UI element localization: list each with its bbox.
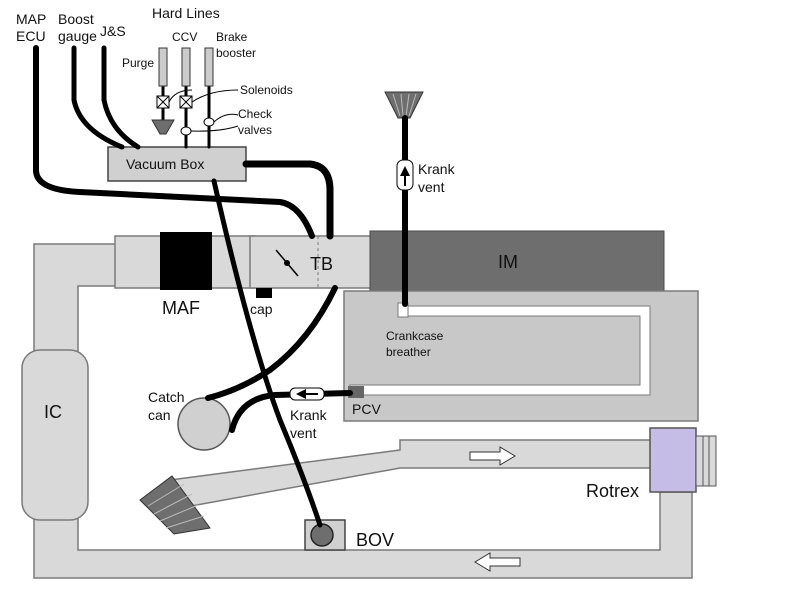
hard-lines: [158, 47, 214, 87]
label-bov: BOV: [356, 530, 394, 550]
label-gauge: gauge: [58, 28, 97, 44]
label-im: IM: [498, 252, 518, 272]
vacuum-box: [107, 146, 247, 182]
air-filter-cone: [139, 475, 211, 535]
catch-can: [177, 397, 231, 451]
callout-lines: [168, 89, 239, 132]
label-purge: Purge: [122, 56, 154, 70]
label-map: MAP: [16, 11, 46, 27]
flow-arrow-right: [469, 446, 516, 466]
label-can: can: [148, 407, 171, 423]
krank-vent-bottom-valve: [289, 387, 325, 401]
label-js: J&S: [100, 23, 126, 39]
label-ecu: ECU: [16, 28, 46, 44]
label-tb: TB: [310, 254, 333, 274]
label-catch: Catch: [148, 389, 185, 405]
label-booster: booster: [216, 46, 256, 60]
label-valves: valves: [238, 123, 272, 137]
label-krank-top: Krank: [418, 161, 456, 177]
rotrex-inlet-ribs: [702, 436, 710, 486]
label-crankcase: Crankcase: [386, 329, 444, 343]
purge-filter: [151, 119, 175, 135]
flow-arrow-left: [474, 552, 521, 572]
intake-manifold: [369, 230, 665, 292]
bov-valve: [310, 523, 334, 547]
rotrex-inlet: [695, 435, 717, 487]
label-pcv: PCV: [352, 401, 381, 417]
label-cap: cap: [250, 301, 273, 317]
label-check: Check: [238, 107, 273, 121]
label-boost: Boost: [58, 11, 94, 27]
intercooler: [21, 349, 89, 521]
rotrex-body: [649, 427, 697, 493]
label-vent-bottom: vent: [290, 425, 317, 441]
krank-vent-filter: [384, 91, 424, 119]
vacuum-hoses: [33, 45, 408, 528]
label-brake: Brake: [216, 30, 248, 44]
solenoids: [156, 95, 193, 109]
cap-fitting: [256, 288, 272, 298]
label-breather: breather: [386, 345, 431, 359]
label-vacuum-box: Vacuum Box: [126, 156, 204, 172]
krank-vent-top-valve: [396, 159, 414, 191]
label-rotrex: Rotrex: [586, 481, 639, 501]
label-vent-top: vent: [418, 179, 445, 195]
label-hard-lines: Hard Lines: [152, 5, 220, 21]
label-maf: MAF: [162, 298, 200, 318]
label-ic: IC: [44, 402, 62, 422]
crankcase-passage: [349, 305, 651, 396]
label-ccv: CCV: [172, 30, 197, 44]
label-solenoids: Solenoids: [240, 83, 293, 97]
label-krank-bottom: Krank: [290, 407, 328, 423]
maf-sensor: [160, 232, 212, 290]
throttle-plate-pivot: [284, 260, 290, 266]
intake-pipe: [33, 243, 693, 579]
